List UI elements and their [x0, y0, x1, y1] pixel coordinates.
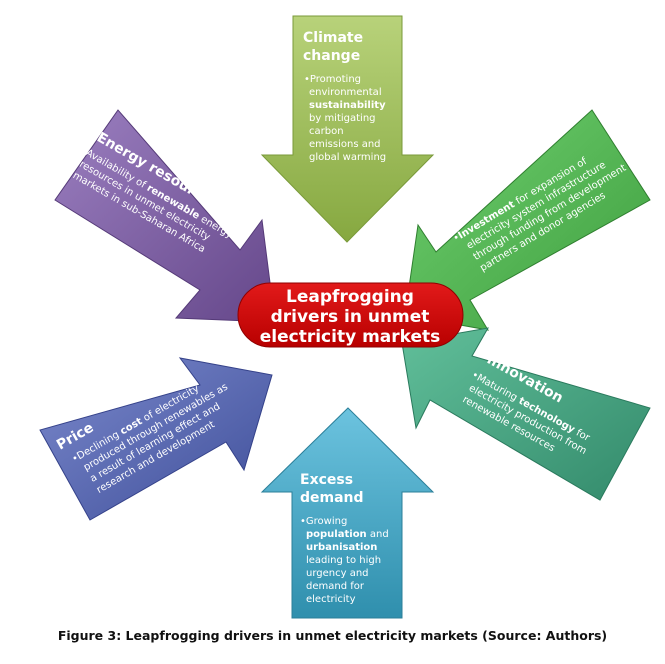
climate-bullet-line5: carbon [309, 126, 344, 137]
demand-title-line1: Excess [300, 472, 353, 488]
climate-bullet-line6: emissions and [309, 139, 381, 150]
demand-bullet-line3: urbanisation [306, 542, 377, 553]
climate-title-line2: change [303, 48, 360, 64]
climate-bullet-line4: by mitigating [309, 113, 376, 124]
center-line2: drivers in unmet [271, 307, 430, 327]
demand-bullet-line7: electricity [306, 594, 356, 605]
innovation-arrow: Innovation •Maturing technology for elec… [401, 327, 651, 501]
center-label: Leapfrogging drivers in unmet electricit… [237, 282, 464, 348]
climate-bullet-line7: global warming [309, 152, 386, 163]
center-line1: Leapfrogging [286, 287, 414, 307]
excess-demand-arrow: Excess demand •Growing population and ur… [260, 407, 435, 619]
price-arrow: Price •Declining cost of electricity pro… [39, 357, 273, 521]
figure-caption: Figure 3: Leapfrogging drivers in unmet … [57, 628, 608, 643]
demand-bullet-line2: population and [306, 529, 389, 540]
climate-bullet-line3: sustainability [309, 100, 386, 111]
demand-bullet-line5: urgency and [306, 568, 369, 579]
climate-title-line1: Climate [303, 30, 363, 46]
center-line3: electricity markets [260, 327, 441, 347]
demand-bullet-line1: •Growing [300, 516, 347, 527]
drivers-diagram: Climate change •Promoting environmental … [39, 15, 651, 619]
demand-bullet-line6: demand for [306, 581, 365, 592]
climate-bullet-line1: •Promoting [304, 74, 361, 85]
demand-bullet-line4: leading to high [306, 555, 381, 566]
climate-bullet-line2: environmental [309, 87, 382, 98]
energy-resources-arrow: Energy resources •Availability of renewa… [54, 109, 276, 323]
demand-title-line2: demand [300, 490, 364, 506]
climate-change-arrow: Climate change •Promoting environmental … [260, 15, 435, 243]
